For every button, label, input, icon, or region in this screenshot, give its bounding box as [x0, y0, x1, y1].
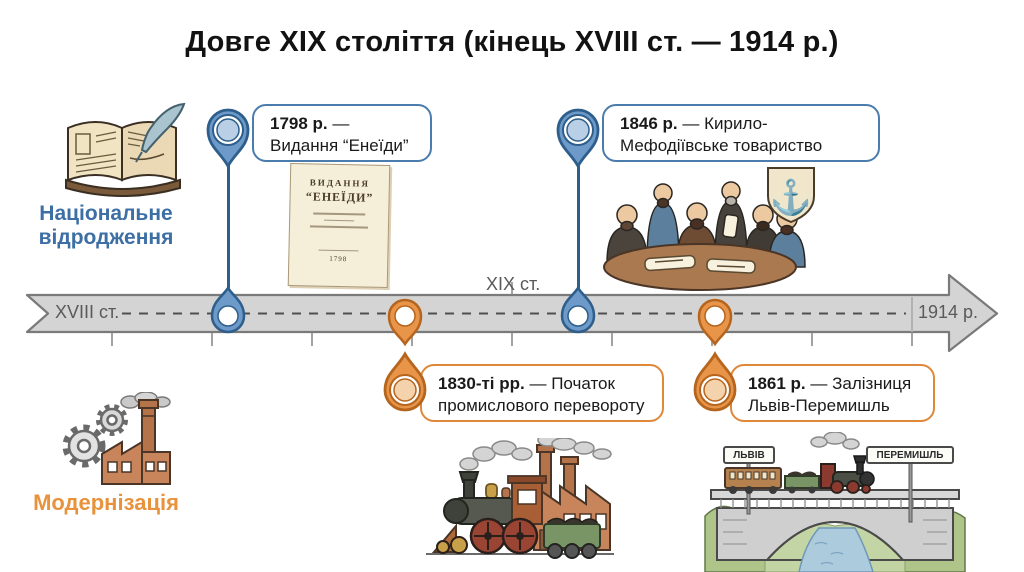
- timeline-end-label: 1914 р.: [918, 302, 979, 322]
- track-label-modernization: Модернізація: [33, 490, 179, 515]
- event-desc: — Залізниця Львів-Перемишль: [748, 374, 912, 415]
- callout-pin-1846: [556, 108, 600, 169]
- callout-pin-1830: [383, 351, 427, 412]
- event-desc: — Початок промислового перевороту: [438, 374, 645, 415]
- event-date: 1830-ті рр.: [438, 374, 525, 393]
- timeline-marker-1798: [210, 285, 246, 334]
- event-callout-1846: 1846 р. — Кирило-Мефодіївське товариство: [602, 104, 880, 162]
- event-date: 1798 р.: [270, 114, 328, 133]
- connector-1798: [227, 162, 230, 292]
- sign-peremyshl: ПЕРЕМИШЛЬ: [866, 446, 954, 464]
- event-date: 1861 р.: [748, 374, 806, 393]
- event-desc: — Кирило-Мефодіївське товариство: [620, 114, 823, 155]
- factory-smoke: [537, 438, 612, 460]
- bridge-train-smoke: [810, 432, 860, 450]
- railway-bridge-illustration: [704, 432, 966, 572]
- gear-small: [96, 404, 128, 436]
- eneida-line2: “ЕНЕЇДИ”: [305, 189, 374, 205]
- callout-pin-1861: [693, 351, 737, 412]
- connector-1846: [577, 162, 580, 292]
- eneida-line1: ВИДАННЯ: [309, 177, 371, 189]
- anchor-icon: ⚓: [770, 178, 812, 217]
- timeline-marker-1830: [387, 298, 423, 347]
- sign-lviv: ЛЬВІВ: [723, 446, 775, 464]
- event-callout-1798: 1798 р. — Видання “Енеїди”: [252, 104, 432, 162]
- timeline-marker-1861: [697, 298, 733, 347]
- brotherhood-meeting-illustration: ⚓: [603, 167, 815, 291]
- event-date: 1846 р.: [620, 114, 678, 133]
- loco-smoke: [459, 440, 533, 471]
- timeline-marker-1846: [560, 285, 596, 334]
- gears-factory-icon: [62, 392, 171, 485]
- page-title: Довге XIX століття (кінець XVIII ст. — 1…: [185, 26, 839, 58]
- anchor-shield-emblem: ⚓: [767, 167, 815, 224]
- eneida-year: 1798: [329, 254, 348, 263]
- loco-wheels: [436, 517, 539, 555]
- event-callout-1861: 1861 р. — Залізниця Львів-Перемишль: [730, 364, 935, 422]
- callout-pin-1798: [206, 108, 250, 169]
- locomotive-illustration: [426, 438, 614, 559]
- eneida-title-page-illustration: ВИДАННЯ “ЕНЕЇДИ” 1798: [287, 162, 391, 289]
- open-book-quill-icon: [65, 102, 186, 197]
- track-label-national-revival: Національне відродження: [38, 202, 174, 250]
- event-callout-1830: 1830-ті рр. — Початок промислового перев…: [420, 364, 664, 422]
- event-desc: — Видання “Енеїди”: [270, 114, 409, 155]
- timeline-start-label: XVIII ст.: [55, 302, 120, 322]
- gear-big: [62, 424, 106, 468]
- timeline-mid-label: XIX ст.: [486, 274, 541, 294]
